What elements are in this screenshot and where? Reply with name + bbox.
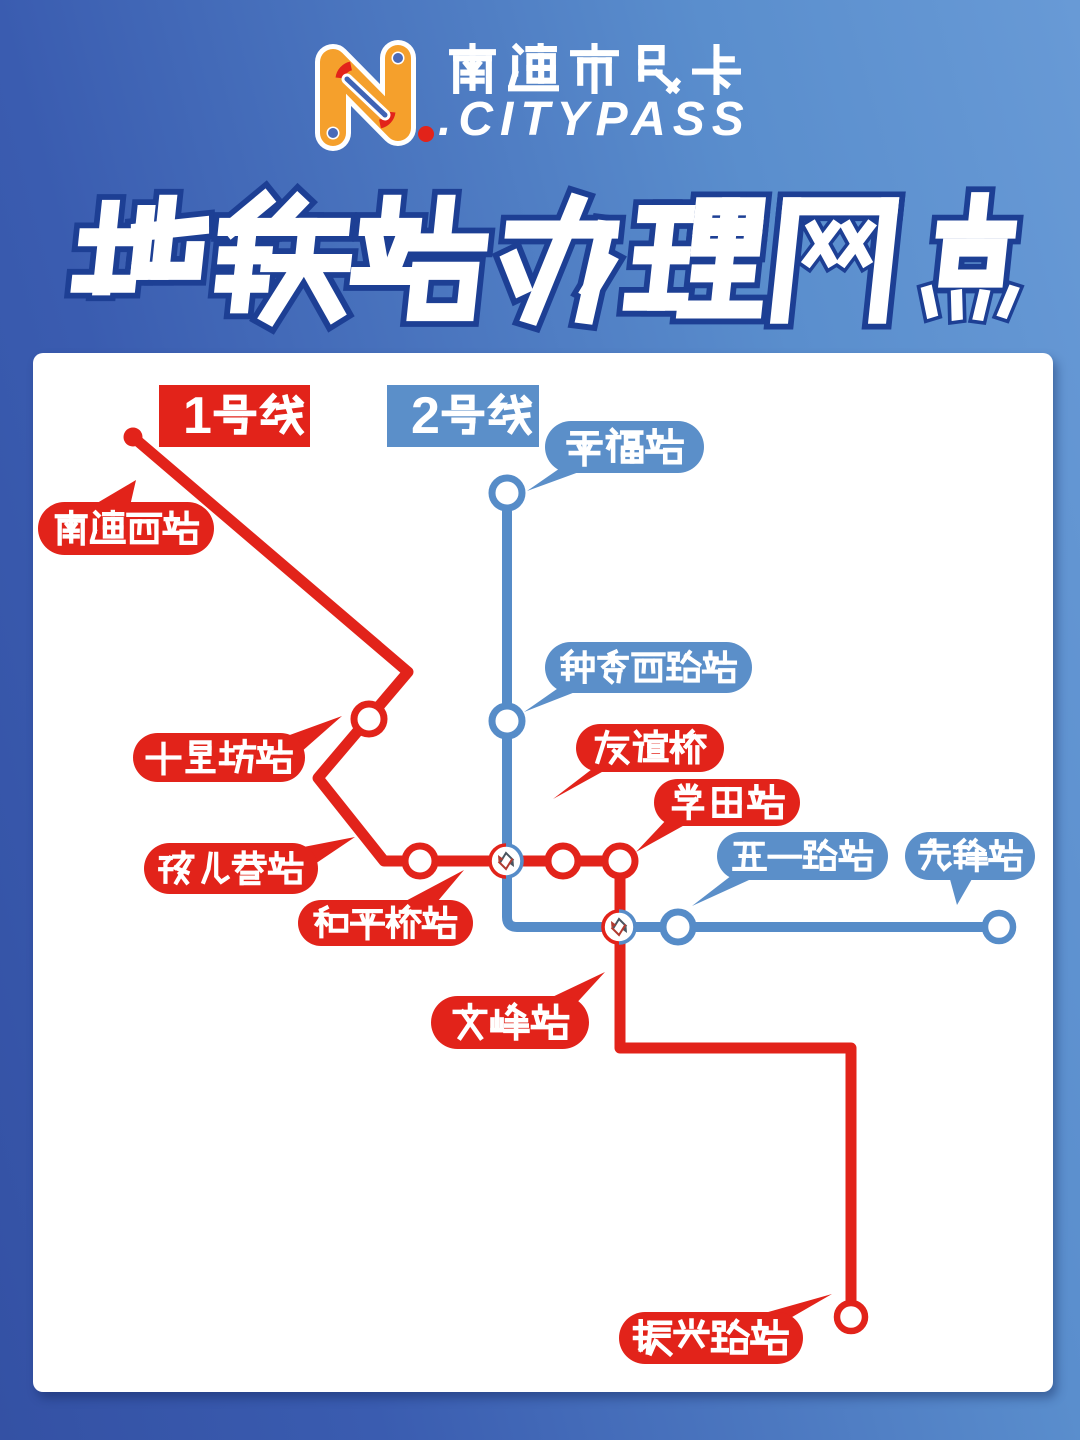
- svg-text:2: 2: [411, 387, 440, 445]
- svg-text:1: 1: [183, 387, 212, 445]
- svg-text:.CITYPASS: .CITYPASS: [438, 93, 751, 146]
